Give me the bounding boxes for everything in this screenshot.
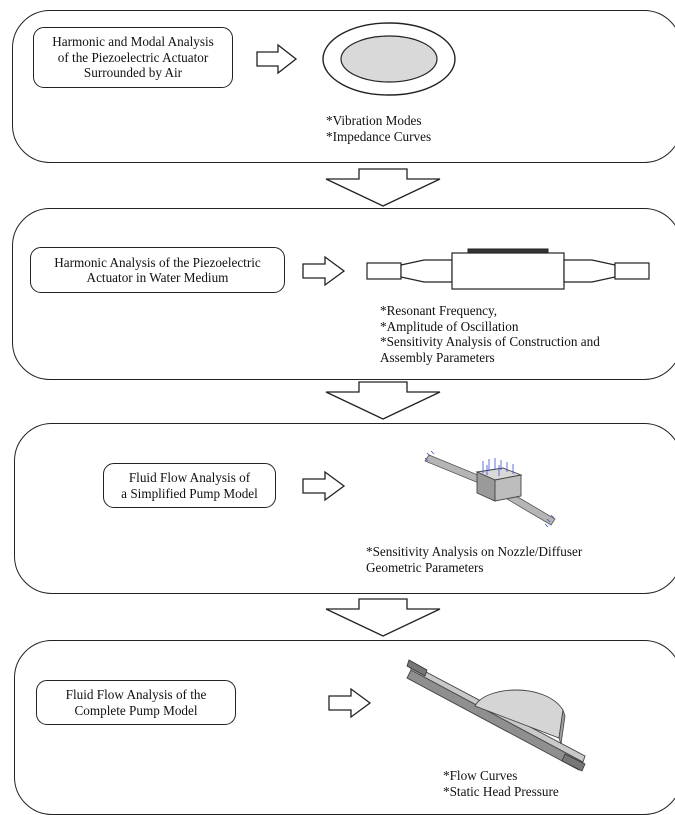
step-1-title-box: Harmonic and Modal Analysis of the Piezo… [33,27,233,88]
output-item: Geometric Parameters [366,559,484,575]
step-3-title: Fluid Flow Analysis of a Simplified Pump… [121,470,258,501]
step-2-outputs: *Resonant Frequency, *Amplitude of Oscil… [380,303,600,365]
step-4-outputs: *Flow Curves *Static Head Pressure [443,768,559,799]
output-item: *Impedance Curves [326,128,432,144]
step-2-title-box: Harmonic Analysis of the Piezoelectric A… [30,247,285,293]
step-4-title-box: Fluid Flow Analysis of the Complete Pump… [36,680,236,725]
complete-pump-model-icon [406,659,586,772]
step-panel-2 [12,208,675,380]
actuator-disc-icon [322,22,456,96]
right-arrow-icon [302,255,346,287]
output-item: *Amplitude of Oscillation [380,318,519,334]
right-arrow-icon [256,43,298,75]
step-4-title: Fluid Flow Analysis of the Complete Pump… [65,687,207,718]
down-arrow-icon [325,168,441,207]
output-item: Assembly Parameters [380,349,495,365]
down-arrow-icon [325,598,441,637]
step-3-outputs: *Sensitivity Analysis on Nozzle/Diffuser… [366,544,582,575]
output-item: *Flow Curves [443,768,518,783]
step-3-title-box: Fluid Flow Analysis of a Simplified Pump… [103,463,276,508]
step-panel-3 [14,423,675,594]
output-item: *Resonant Frequency, [380,303,498,318]
output-item: *Sensitivity Analysis of Construction an… [380,334,600,350]
right-arrow-icon [302,470,346,502]
output-item: *Vibration Modes [326,113,422,128]
down-arrow-icon [325,381,441,420]
pump-cross-section-icon [366,248,650,290]
step-1-title: Harmonic and Modal Analysis of the Piezo… [52,34,214,81]
simplified-pump-model-icon [424,450,556,528]
output-item: *Static Head Pressure [443,783,559,799]
step-panel-4 [14,640,675,815]
output-item: *Sensitivity Analysis on Nozzle/Diffuser [366,544,583,559]
step-1-outputs: *Vibration Modes *Impedance Curves [326,113,431,144]
step-2-title: Harmonic Analysis of the Piezoelectric A… [54,254,261,286]
right-arrow-icon [328,687,372,719]
